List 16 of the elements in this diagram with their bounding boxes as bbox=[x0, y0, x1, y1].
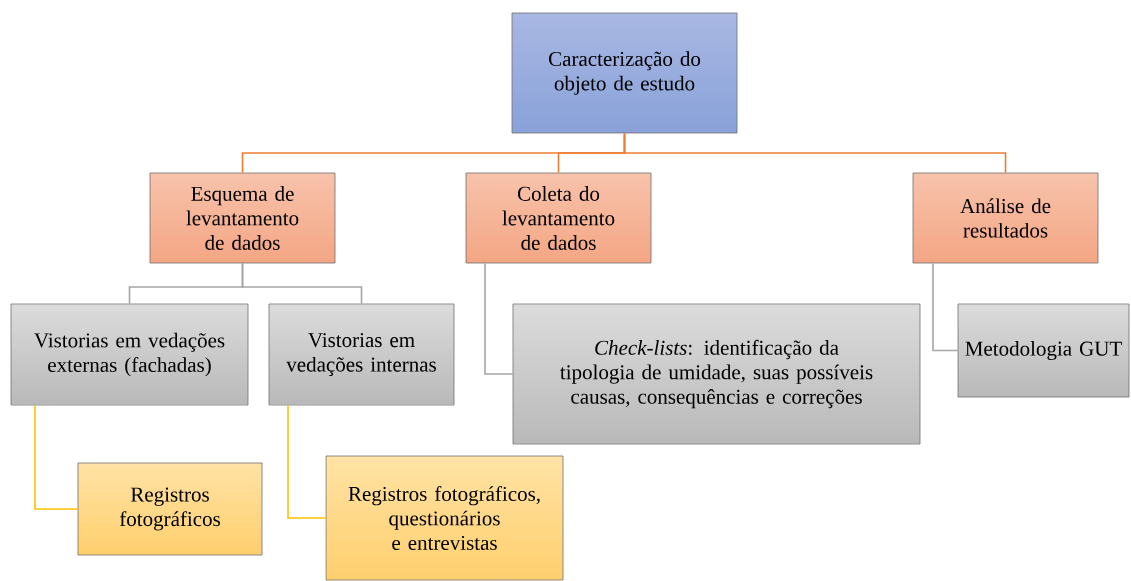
activity-box: Metodologia GUT bbox=[957, 303, 1130, 398]
category-box: Coleta do levantamento de dados bbox=[465, 172, 652, 264]
activity-box: Vistorias em vedações internas bbox=[268, 303, 455, 406]
connector bbox=[287, 404, 327, 519]
method-box: Registros fotográficos bbox=[77, 462, 263, 556]
category-box: Esquema de levantamento de dados bbox=[149, 172, 336, 264]
connector bbox=[623, 132, 1007, 174]
connector bbox=[241, 262, 363, 305]
root-box: Caracterização do objeto de estudo bbox=[511, 12, 738, 134]
connector bbox=[932, 262, 959, 352]
method-box: Registros fotográficos, questionários e entrevistas bbox=[325, 455, 564, 581]
connector bbox=[484, 262, 514, 375]
activity-box: Check-lists: identificação da tipologia de umidade, suas possíveis causas, consequências e correções bbox=[512, 303, 921, 445]
activity-box: Vistorias em vedações externas (fachadas) bbox=[10, 303, 249, 406]
connector bbox=[34, 404, 79, 510]
category-box: Análise de resultados bbox=[912, 172, 1099, 264]
